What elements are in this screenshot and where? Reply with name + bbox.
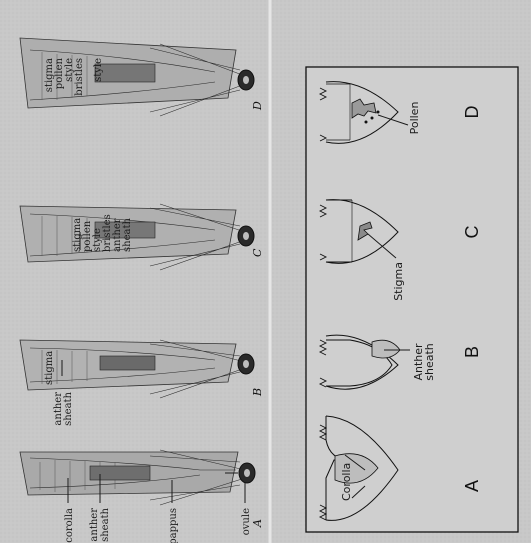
letter-a-left: A xyxy=(251,519,264,528)
letter-d-left: D xyxy=(251,101,264,111)
label-sheath-c: sheath xyxy=(122,218,133,252)
label-stigma-schematic: Stigma xyxy=(392,262,405,301)
label-stigma-b: stigma xyxy=(44,351,55,385)
letter-b-right: B xyxy=(462,346,482,358)
letter-c-right: C xyxy=(462,226,482,239)
label-bristles-d: bristles xyxy=(74,58,85,96)
label-corolla-schematic: Corolla xyxy=(340,463,353,501)
letter-c-left: C xyxy=(251,248,264,257)
right-panel-schematic: Corolla A Anther sheath B Stigma C xyxy=(306,67,518,532)
label-pappus-a: pappus xyxy=(168,508,179,543)
letter-a-right: A xyxy=(462,480,482,492)
label-sheath-schematic: sheath xyxy=(423,343,436,381)
letter-b-left: B xyxy=(251,388,264,397)
label-sheath-a: sheath xyxy=(100,507,111,541)
label-style2-d: style xyxy=(93,58,104,82)
label-sheath-b: sheath xyxy=(63,391,74,425)
label-anther-a: anther xyxy=(89,508,100,542)
letter-d-right: D xyxy=(462,106,482,119)
label-corolla-a: corolla xyxy=(64,508,75,543)
label-pollen-schematic: Pollen xyxy=(408,102,421,135)
